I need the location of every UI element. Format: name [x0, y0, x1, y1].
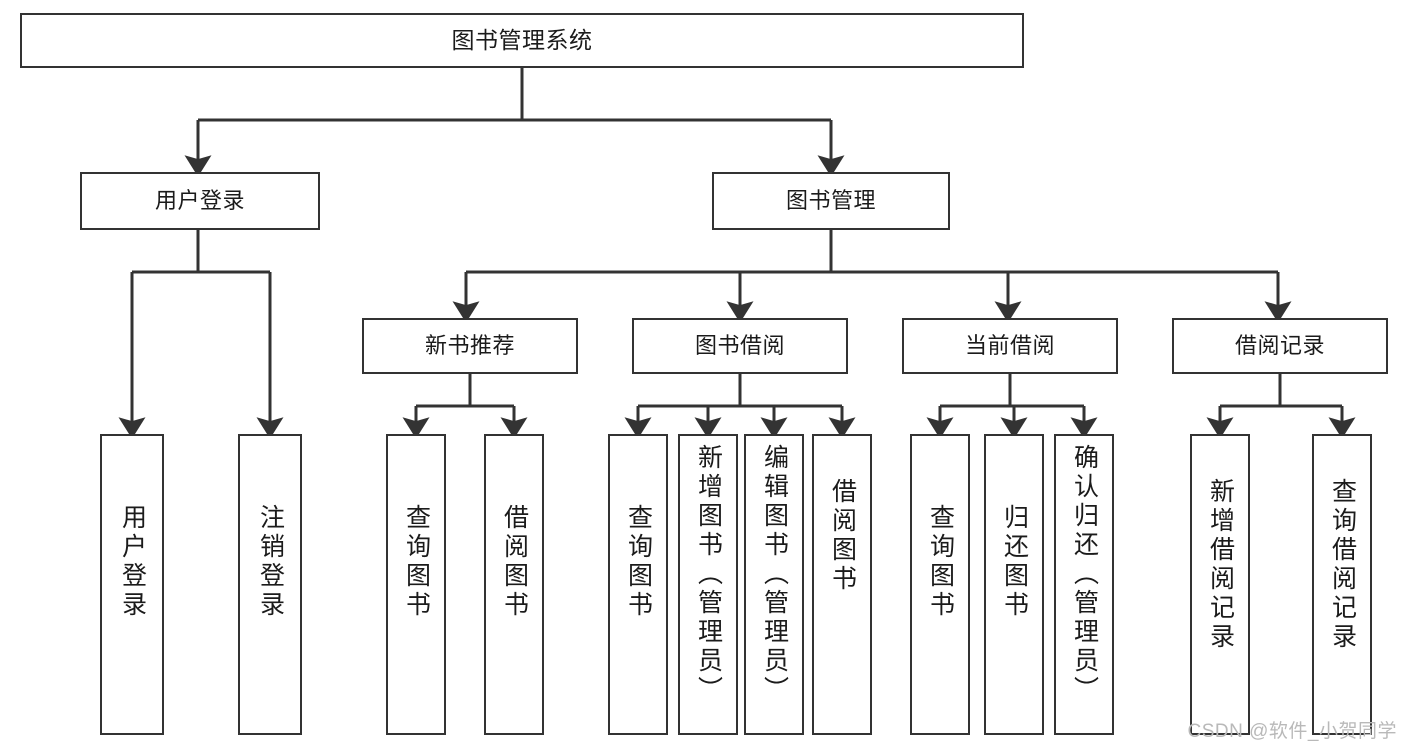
- node-leaf-confirm-return[interactable]: 确认归还（管理员）: [1054, 434, 1114, 735]
- connectors-book-manage: [452, 230, 1292, 323]
- node-leaf-borrow-book-2-label: 借阅图书: [828, 478, 857, 594]
- node-user-login-label: 用户登录: [154, 188, 245, 214]
- node-leaf-query-book-1[interactable]: 查询图书: [386, 434, 446, 735]
- node-book-borrow-label: 图书借阅: [694, 333, 785, 359]
- node-root-label: 图书管理系统: [451, 26, 593, 53]
- node-leaf-query-borrow-record-label: 查询借阅记录: [1328, 478, 1357, 652]
- connectors-level1: [184, 68, 845, 177]
- node-leaf-add-borrow-record[interactable]: 新增借阅记录: [1190, 434, 1250, 735]
- node-current-borrow[interactable]: 当前借阅: [902, 318, 1118, 374]
- node-leaf-query-book-2[interactable]: 查询图书: [608, 434, 668, 735]
- node-leaf-user-logout-label: 注销登录: [256, 504, 285, 620]
- node-leaf-query-book-1-label: 查询图书: [402, 504, 431, 620]
- node-new-book-recommend[interactable]: 新书推荐: [362, 318, 578, 374]
- node-book-manage-label: 图书管理: [785, 188, 876, 214]
- node-book-borrow[interactable]: 图书借阅: [632, 318, 848, 374]
- node-leaf-user-logout[interactable]: 注销登录: [238, 434, 302, 735]
- node-leaf-query-book-2-label: 查询图书: [624, 504, 653, 620]
- node-leaf-edit-book[interactable]: 编辑图书（管理员）: [744, 434, 804, 735]
- node-leaf-return-book[interactable]: 归还图书: [984, 434, 1044, 735]
- node-leaf-query-book-3-label: 查询图书: [926, 504, 955, 620]
- node-leaf-return-book-label: 归还图书: [1000, 504, 1029, 620]
- node-leaf-borrow-book-1[interactable]: 借阅图书: [484, 434, 544, 735]
- connectors-new-book-recommend: [402, 374, 528, 439]
- node-borrow-record[interactable]: 借阅记录: [1172, 318, 1388, 374]
- node-leaf-confirm-return-label: 确认归还（管理员）: [1070, 444, 1099, 705]
- node-leaf-add-book[interactable]: 新增图书（管理员）: [678, 434, 738, 735]
- node-leaf-edit-book-label: 编辑图书（管理员）: [760, 444, 789, 705]
- connectors-current-borrow: [926, 374, 1098, 439]
- node-leaf-query-book-3[interactable]: 查询图书: [910, 434, 970, 735]
- node-user-login[interactable]: 用户登录: [80, 172, 320, 230]
- connectors-user-login: [118, 230, 284, 439]
- connectors-book-borrow: [624, 374, 856, 439]
- node-leaf-add-borrow-record-label: 新增借阅记录: [1206, 478, 1235, 652]
- node-root[interactable]: 图书管理系统: [20, 13, 1024, 68]
- node-new-book-recommend-label: 新书推荐: [424, 333, 515, 359]
- node-leaf-borrow-book-1-label: 借阅图书: [500, 504, 529, 620]
- node-borrow-record-label: 借阅记录: [1234, 333, 1325, 359]
- node-leaf-query-borrow-record[interactable]: 查询借阅记录: [1312, 434, 1372, 735]
- node-leaf-user-login-label: 用户登录: [118, 504, 147, 620]
- node-leaf-add-book-label: 新增图书（管理员）: [694, 444, 723, 705]
- node-leaf-user-login[interactable]: 用户登录: [100, 434, 164, 735]
- connectors-borrow-record: [1206, 374, 1356, 439]
- node-book-manage[interactable]: 图书管理: [712, 172, 950, 230]
- node-current-borrow-label: 当前借阅: [964, 333, 1055, 359]
- node-leaf-borrow-book-2[interactable]: 借阅图书: [812, 434, 872, 735]
